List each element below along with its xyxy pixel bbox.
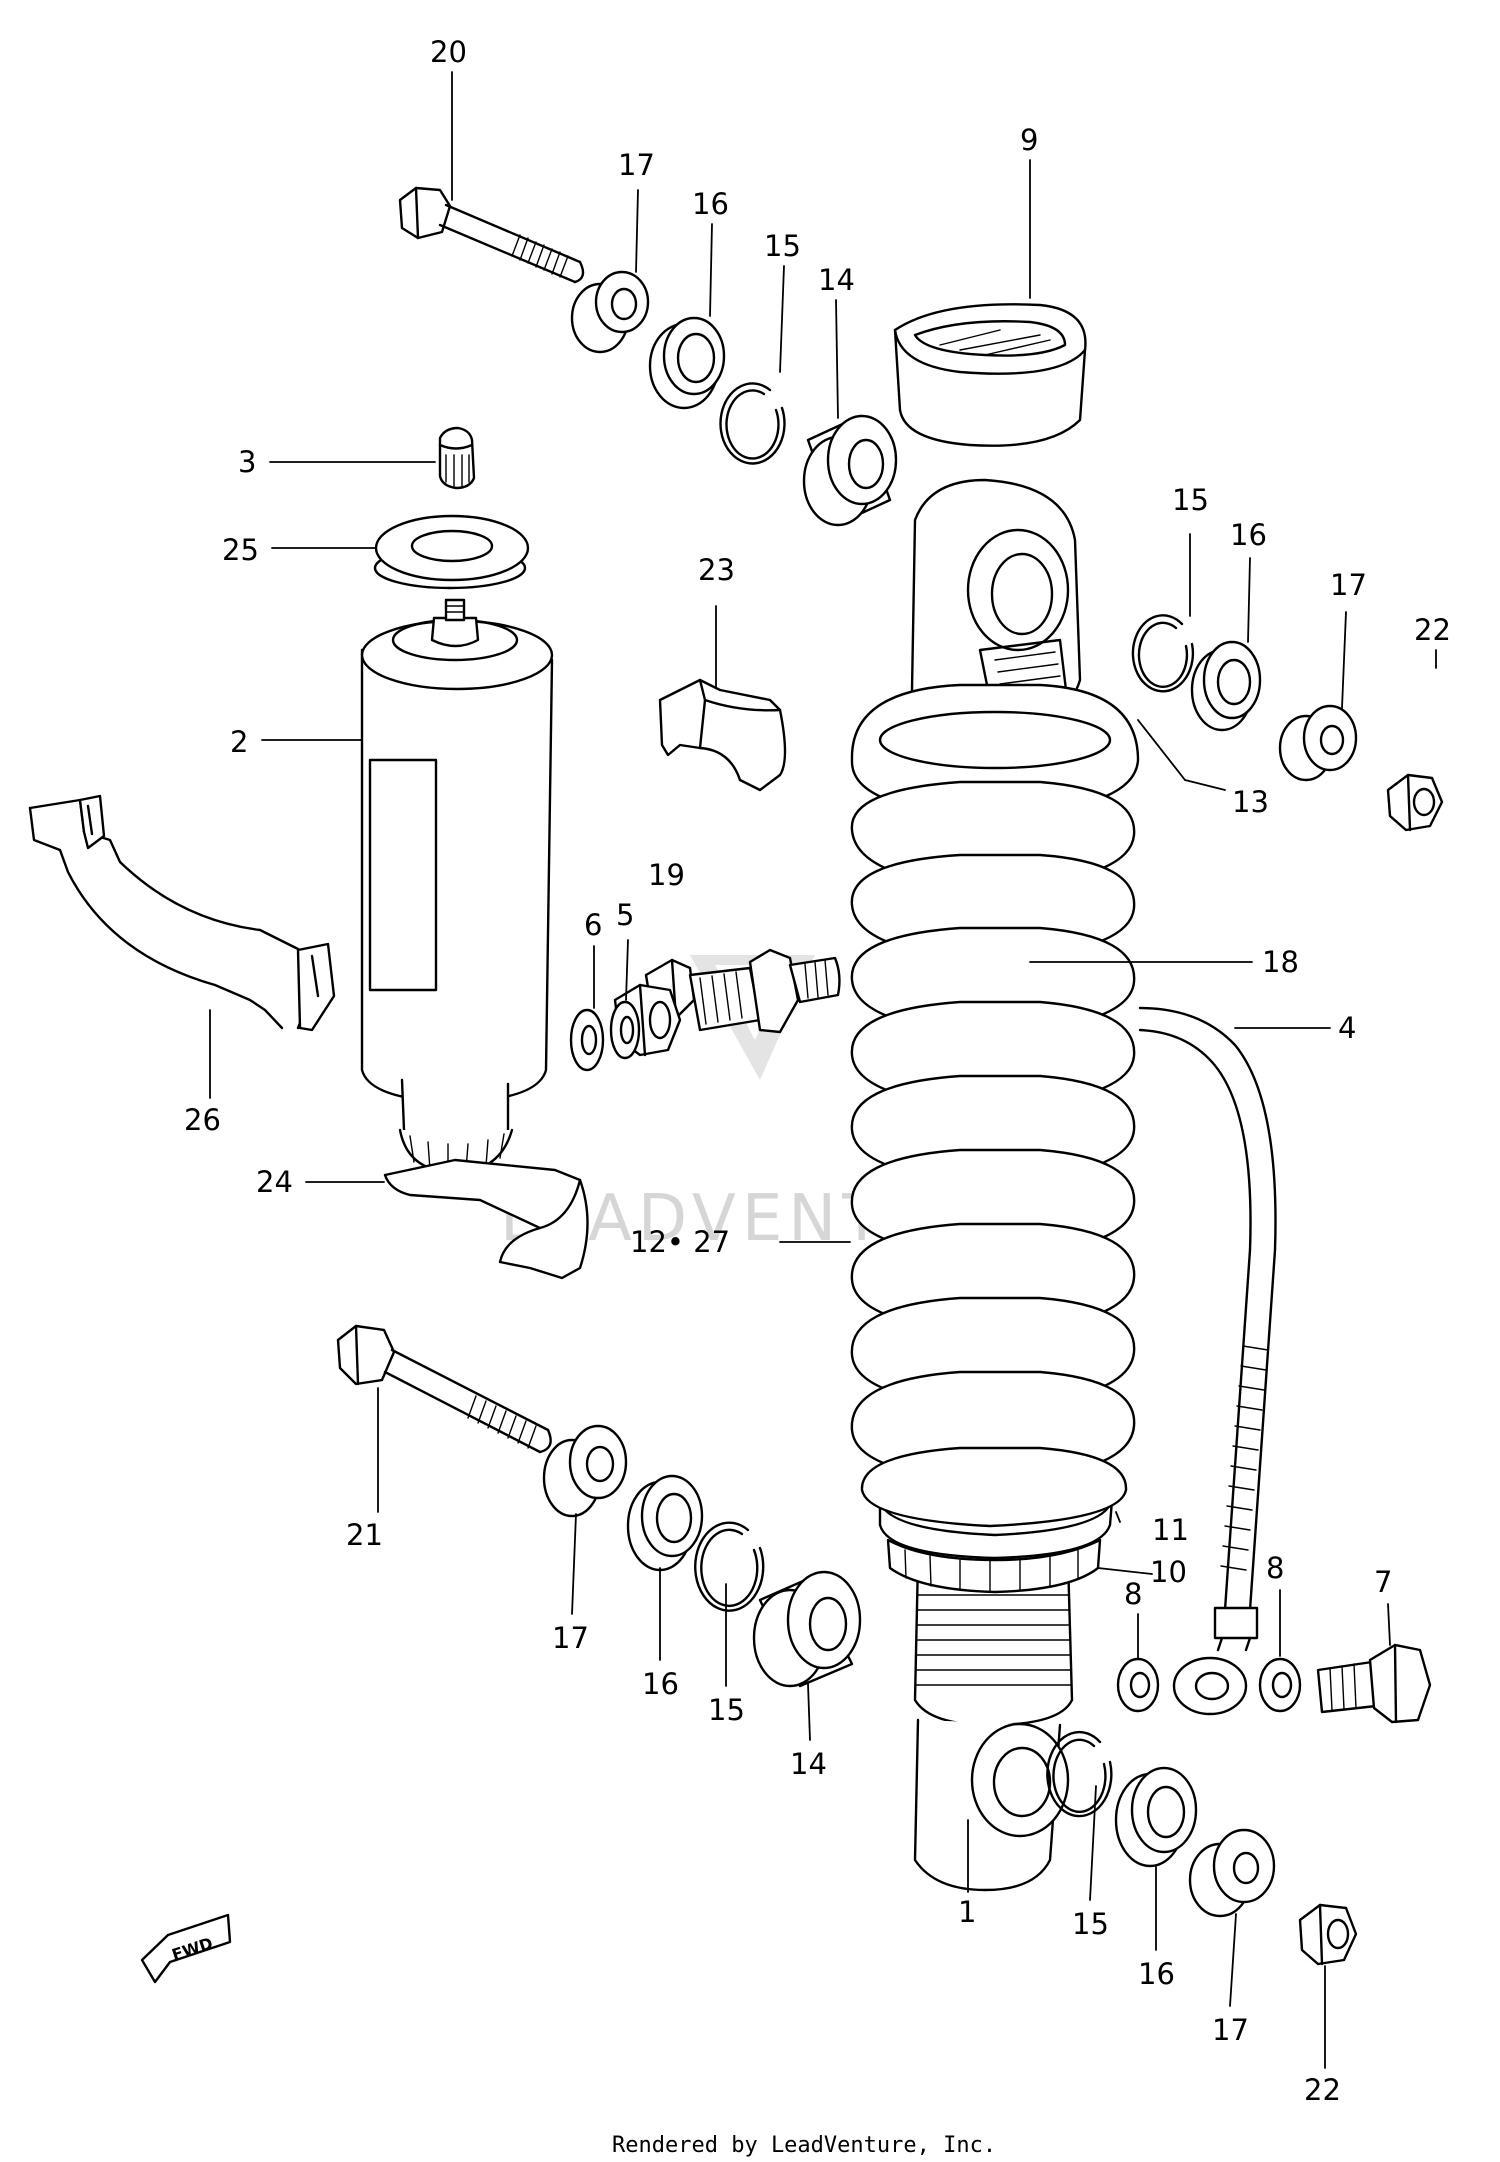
callout-15-lower-right: 15 [1072,1907,1109,1941]
callout-26: 26 [184,1103,221,1137]
callout-17-lower-left: 17 [552,1621,589,1655]
part-nut-upper-right [1386,773,1444,832]
part-bearing-lower-left [626,1474,704,1572]
callout-2: 2 [230,725,248,759]
callout-21: 21 [346,1518,383,1552]
part-cap [893,303,1087,447]
callout-16-lower-right: 16 [1138,1957,1175,1991]
part-bolt-upper [398,186,585,284]
part-collar-upper [570,270,650,354]
part-bump-stop [658,678,787,792]
part-washer-5 [609,1000,641,1060]
part-bearing-upper [648,316,726,410]
callout-16-right-upper: 16 [1230,518,1267,552]
footer-credit: Rendered by LeadVenture, Inc. [612,2133,996,2158]
part-strap [28,794,336,1032]
part-bracket [383,1158,589,1280]
callout-15-upper: 15 [764,229,801,263]
part-circlip-lower-left [694,1521,765,1612]
callout-13: 13 [1232,785,1269,819]
part-banjo-bolt [1316,1643,1432,1724]
callout-12-27: 12• 27 [630,1225,730,1259]
callout-17-upper: 17 [618,148,655,182]
callout-15-right-upper: 15 [1172,483,1209,517]
callout-7: 7 [1374,1565,1392,1599]
part-bushing-lower-left [752,1570,862,1688]
callout-16-lower-left: 16 [642,1667,679,1701]
callout-11: 11 [1152,1513,1189,1547]
callout-14-upper: 14 [818,263,855,297]
part-collar-lower-left [542,1424,628,1518]
callout-16-upper: 16 [692,187,729,221]
part-reservoir [360,598,554,1174]
part-bushing-upper [802,414,898,527]
part-washer-8-left [1116,1657,1160,1713]
leader-lines [209,71,1437,2069]
part-spring [850,683,1140,1528]
callout-9: 9 [1020,123,1038,157]
callout-15-lower-left: 15 [708,1693,745,1727]
part-valve-cap [438,426,476,490]
callout-8-left: 8 [1124,1577,1142,1611]
callout-22-upper: 22 [1414,613,1451,647]
part-bolt-lower [336,1324,552,1454]
part-washer-6 [569,1008,605,1072]
part-circlip-upper [719,382,786,465]
callout-17-right-upper: 17 [1330,568,1367,602]
fwd-arrow-icon: FWD [140,1913,232,1984]
part-shock-body [910,478,1082,1892]
part-circlip-upper-right [1131,614,1195,693]
part-collar-lower-right [1188,1828,1276,1918]
callout-3: 3 [238,445,256,479]
callout-4: 4 [1338,1011,1356,1045]
part-bearing-lower-right [1114,1766,1198,1868]
callout-24: 24 [256,1165,293,1199]
part-reservoir-ring [373,514,530,590]
part-collar-upper-right [1278,704,1358,782]
part-nut-lower-right [1298,1903,1358,1966]
part-bearing-upper-right [1190,640,1262,732]
callout-17-lower-right: 17 [1212,2013,1249,2047]
callout-labels: 20 17 16 15 14 9 3 25 23 15 16 17 22 2 1… [184,35,1451,2107]
part-circlip-lower-right [1046,1730,1113,1818]
callout-14-lower-left: 14 [790,1747,827,1781]
callout-20: 20 [430,35,467,69]
callout-1: 1 [958,1895,976,1929]
part-spring-seat [878,1498,1114,1560]
callout-10: 10 [1150,1555,1187,1589]
part-washer-8-right [1258,1657,1302,1713]
callout-6: 6 [584,908,602,942]
callout-25: 25 [222,533,259,567]
callout-19: 19 [648,858,685,892]
callout-18: 18 [1262,945,1299,979]
callout-8-right: 8 [1266,1551,1284,1585]
callout-23: 23 [698,553,735,587]
part-hose [1138,1006,1277,1716]
callout-5: 5 [616,898,634,932]
callout-22-lower: 22 [1304,2073,1341,2107]
